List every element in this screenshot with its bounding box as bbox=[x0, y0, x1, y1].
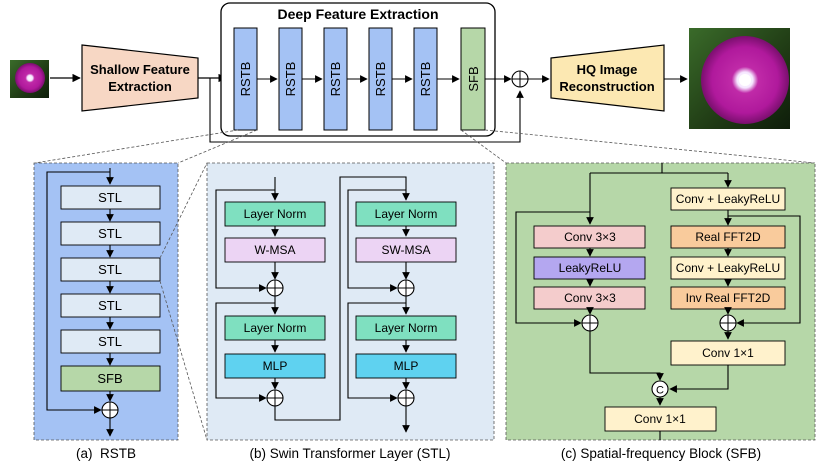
svg-text:Conv + LeakyReLU: Conv + LeakyReLU bbox=[676, 192, 780, 206]
sfb-spatial-skip bbox=[515, 211, 590, 327]
rstb-block: RSTB bbox=[233, 27, 258, 131]
concat-node: C bbox=[651, 380, 669, 398]
stl-skip bbox=[347, 189, 406, 292]
svg-text:Layer Norm: Layer Norm bbox=[244, 321, 307, 335]
deep-feature-title: Deep Feature Extraction bbox=[277, 6, 438, 22]
input-image bbox=[10, 60, 49, 98]
inv-fft-block: Inv Real FFT2D bbox=[670, 286, 786, 310]
shallow-label-1: Shallow Feature bbox=[90, 62, 190, 77]
expand-line bbox=[159, 162, 208, 259]
svg-text:STL: STL bbox=[98, 298, 122, 313]
svg-text:SFB: SFB bbox=[466, 66, 481, 91]
svg-text:Layer Norm: Layer Norm bbox=[375, 321, 438, 335]
svg-text:Conv 1×1: Conv 1×1 bbox=[702, 346, 754, 360]
svg-text:Conv 3×3: Conv 3×3 bbox=[564, 230, 616, 244]
stl-skip bbox=[215, 189, 275, 292]
stl-block: STL bbox=[60, 257, 161, 282]
svg-text:STL: STL bbox=[98, 262, 122, 277]
svg-text:STL: STL bbox=[98, 334, 122, 349]
rstb-block: RSTB bbox=[323, 27, 348, 131]
sum-node-rstb bbox=[101, 401, 119, 419]
sum-node-frequency bbox=[719, 314, 737, 332]
mlp-block: MLP bbox=[224, 353, 326, 379]
stl-connector bbox=[274, 176, 410, 421]
hq-reconstruction-block bbox=[550, 44, 665, 112]
rstb-block: RSTB bbox=[278, 27, 303, 131]
svg-text:Layer Norm: Layer Norm bbox=[375, 207, 438, 221]
output-image bbox=[689, 28, 790, 129]
svg-text:RSTB: RSTB bbox=[283, 62, 298, 97]
svg-text:RSTB: RSTB bbox=[418, 62, 433, 97]
wmsa-block: W-MSA bbox=[224, 237, 326, 263]
caption-sfb: (c) Spatial-frequency Block (SFB) bbox=[561, 446, 761, 461]
rstb-skip bbox=[46, 171, 110, 414]
sum-node bbox=[266, 279, 284, 297]
svg-text:MLP: MLP bbox=[394, 359, 419, 373]
svg-text:LeakyReLU: LeakyReLU bbox=[559, 261, 622, 275]
caption-stl: (b) Swin Transformer Layer (STL) bbox=[249, 446, 450, 461]
expand-line bbox=[177, 129, 258, 164]
conv-leakyrelu-block: Conv + LeakyReLU bbox=[670, 256, 786, 280]
svg-text:Inv Real FFT2D: Inv Real FFT2D bbox=[686, 291, 771, 305]
conv3x3-block: Conv 3×3 bbox=[533, 225, 646, 249]
stl-skip bbox=[215, 302, 275, 402]
expand-line bbox=[34, 129, 239, 164]
svg-text:Layer Norm: Layer Norm bbox=[244, 207, 307, 221]
swmsa-block: SW-MSA bbox=[355, 237, 457, 263]
svg-text:RSTB: RSTB bbox=[373, 62, 388, 97]
caption-rstb: (a) RSTB bbox=[76, 446, 136, 461]
stl-block: STL bbox=[60, 329, 161, 354]
sfb-frequency-skip bbox=[728, 215, 801, 327]
stl-block: STL bbox=[60, 221, 161, 246]
global-skip-connection bbox=[209, 78, 524, 143]
stl-block: STL bbox=[60, 293, 161, 318]
sum-node bbox=[397, 389, 415, 407]
sum-node bbox=[266, 389, 284, 407]
wire-to-concat bbox=[589, 331, 664, 381]
svg-text:RSTB: RSTB bbox=[328, 62, 343, 97]
layer-norm-block: Layer Norm bbox=[355, 315, 457, 341]
expand-line bbox=[159, 280, 208, 441]
layer-norm-block: Layer Norm bbox=[224, 201, 326, 227]
hq-label-2: Reconstruction bbox=[559, 79, 654, 94]
svg-text:SW-MSA: SW-MSA bbox=[381, 243, 430, 257]
conv1x1-output-block: Conv 1×1 bbox=[604, 406, 717, 432]
svg-text:C: C bbox=[656, 385, 664, 397]
sum-node-spatial bbox=[581, 314, 599, 332]
deep-feature-box bbox=[220, 2, 496, 137]
leakyrelu-block: LeakyReLU bbox=[533, 256, 646, 280]
expand-line bbox=[460, 129, 507, 164]
shallow-feature-block bbox=[81, 44, 199, 112]
svg-text:Conv + LeakyReLU: Conv + LeakyReLU bbox=[676, 261, 780, 275]
wire-to-concat bbox=[669, 365, 729, 393]
sfb-block-rstb: SFB bbox=[60, 365, 161, 392]
svg-text:Real FFT2D: Real FFT2D bbox=[695, 230, 761, 244]
expand-line bbox=[484, 129, 816, 164]
sfb-block-top: SFB bbox=[460, 27, 486, 131]
svg-text:RSTB: RSTB bbox=[238, 62, 253, 97]
conv-leakyrelu-block: Conv + LeakyReLU bbox=[670, 187, 786, 211]
conv1x1-block: Conv 1×1 bbox=[670, 340, 786, 366]
svg-text:Conv 3×3: Conv 3×3 bbox=[564, 291, 616, 305]
conv3x3-block: Conv 3×3 bbox=[533, 286, 646, 310]
svg-text:MLP: MLP bbox=[263, 359, 288, 373]
mlp-block: MLP bbox=[355, 353, 457, 379]
svg-text:Conv 1×1: Conv 1×1 bbox=[634, 412, 686, 426]
layer-norm-block: Layer Norm bbox=[224, 315, 326, 341]
svg-text:STL: STL bbox=[98, 190, 122, 205]
real-fft-block: Real FFT2D bbox=[670, 225, 786, 249]
sum-node-top bbox=[511, 70, 529, 88]
shallow-label-2: Extraction bbox=[108, 79, 172, 94]
sum-node bbox=[397, 279, 415, 297]
stl-block: STL bbox=[60, 185, 161, 210]
hq-label-1: HQ Image bbox=[577, 62, 638, 77]
svg-text:SFB: SFB bbox=[97, 371, 122, 386]
layer-norm-block: Layer Norm bbox=[355, 201, 457, 227]
rstb-block: RSTB bbox=[368, 27, 393, 131]
stl-skip bbox=[347, 302, 406, 402]
svg-text:W-MSA: W-MSA bbox=[254, 243, 295, 257]
svg-text:STL: STL bbox=[98, 226, 122, 241]
rstb-block: RSTB bbox=[413, 27, 438, 131]
